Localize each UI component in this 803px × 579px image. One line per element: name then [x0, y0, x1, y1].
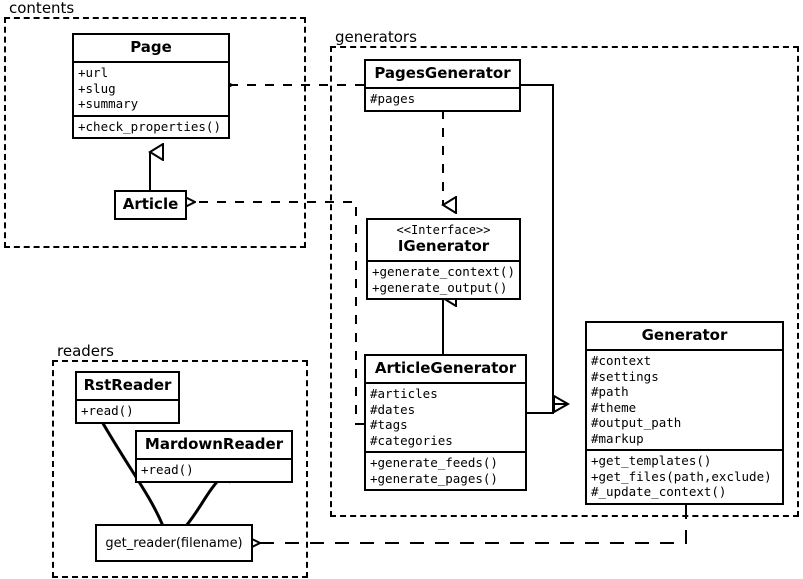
attribute-item: #pages [370, 91, 416, 106]
method-item: +read() [141, 462, 194, 477]
attribute-item: #path [591, 384, 629, 399]
class-box-igenerator[interactable]: <<Interface>> IGenerator +generate_conte… [366, 218, 521, 300]
method-item: +generate_context() [372, 264, 515, 279]
attribute-item: +slug [78, 80, 116, 96]
attribute-item: +url [78, 65, 109, 80]
class-box-rstreader[interactable]: RstReader +read() [75, 371, 180, 424]
package-frame-contents [4, 17, 306, 248]
attribute-item: #context [591, 353, 652, 368]
package-label-readers: readers [54, 343, 117, 359]
class-methods-articlegenerator: +generate_feeds() +generate_pages() [366, 451, 525, 489]
attribute-item: #dates [370, 401, 416, 417]
class-title-mardownreader: MardownReader [144, 435, 284, 453]
class-methods-generator: +get_templates() +get_files(path,exclude… [587, 449, 782, 503]
class-attributes-pagesgenerator: #pages [366, 87, 519, 110]
method-item: #_update_context() [591, 484, 727, 499]
class-box-page[interactable]: Page +url +slug +summary +check_properti… [72, 33, 230, 139]
class-title-generator: Generator [641, 326, 728, 344]
class-title-articlegenerator: ArticleGenerator [374, 359, 517, 377]
class-attributes-generator: #context #settings #path #theme #output_… [587, 349, 782, 449]
attribute-item: #output_path [591, 415, 682, 430]
package-label-generators: generators [332, 29, 420, 45]
class-title-pagesgenerator: PagesGenerator [374, 64, 511, 82]
attribute-item: #categories [370, 432, 453, 448]
class-title-article: Article [122, 195, 179, 213]
class-attributes-page: +url +slug +summary [74, 61, 228, 115]
class-box-pagesgenerator[interactable]: PagesGenerator #pages [364, 59, 521, 112]
class-box-generator[interactable]: Generator #context #settings #path #them… [585, 321, 784, 505]
attribute-item: #theme [591, 399, 637, 415]
class-box-article[interactable]: Article [114, 190, 187, 220]
class-methods-page: +check_properties() [74, 114, 228, 138]
class-title-igenerator: IGenerator [397, 237, 490, 255]
class-methods-mardownreader: +read() [137, 458, 291, 481]
class-box-mardownreader[interactable]: MardownReader +read() [135, 430, 293, 483]
attribute-item: #markup [591, 430, 644, 446]
package-frame-readers [52, 360, 308, 578]
method-item: +generate_feeds() [370, 455, 498, 470]
method-item: +check_properties() [78, 118, 221, 134]
method-item: +generate_pages() [370, 470, 498, 486]
class-title-rstreader: RstReader [83, 376, 172, 394]
package-label-contents: contents [6, 0, 78, 16]
attribute-item: #tags [370, 417, 408, 432]
attribute-item: +summary [78, 96, 139, 111]
class-attributes-articlegenerator: #articles #dates #tags #categories [366, 382, 525, 451]
method-item: +generate_output() [372, 279, 508, 295]
class-methods-rstreader: +read() [77, 399, 178, 422]
method-item: +read() [81, 403, 134, 418]
class-title-page: Page [130, 38, 172, 56]
attribute-item: #articles [370, 386, 438, 401]
function-box-get-reader[interactable]: get_reader(filename) [95, 524, 253, 562]
class-stereotype-igenerator: <<Interface>> [396, 223, 491, 237]
class-box-articlegenerator[interactable]: ArticleGenerator #articles #dates #tags … [364, 354, 527, 491]
method-item: +get_templates() [591, 453, 712, 468]
method-item: +get_files(path,exclude) [591, 468, 772, 484]
class-methods-igenerator: +generate_context() +generate_output() [368, 260, 519, 298]
function-label-get-reader: get_reader(filename) [105, 535, 243, 551]
attribute-item: #settings [591, 368, 659, 384]
